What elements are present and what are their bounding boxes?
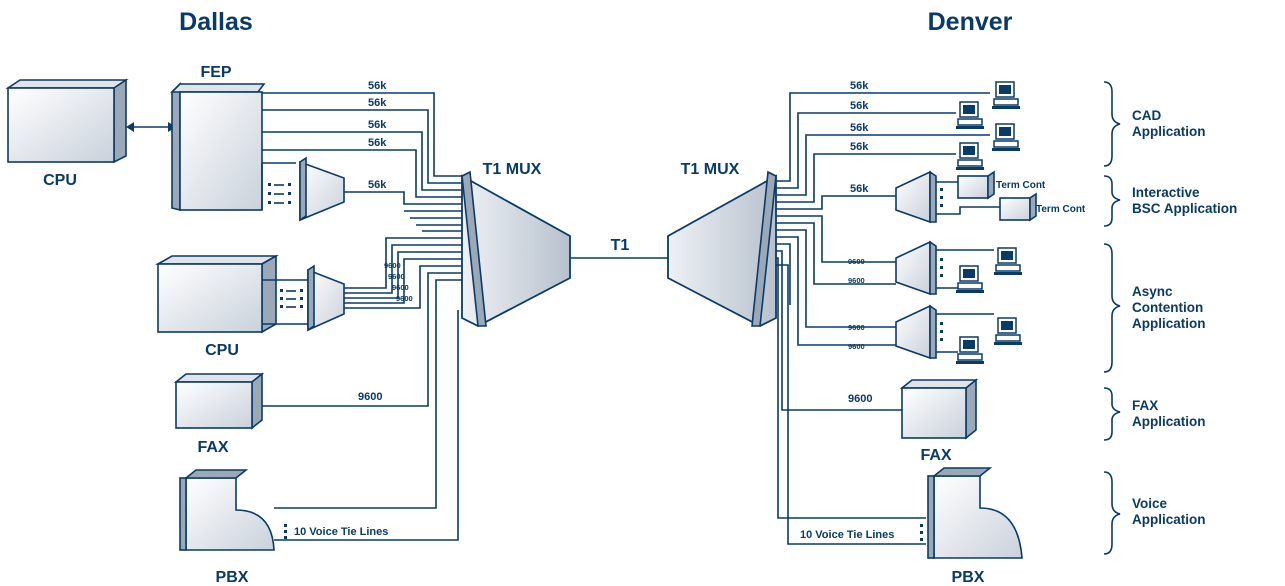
app-label-voice: Voice Application <box>1132 496 1206 527</box>
t1-mux-right <box>667 170 777 328</box>
pbx-left-lines <box>274 279 462 541</box>
async-terminal-1 <box>993 247 1023 276</box>
fep-lines <box>261 92 462 210</box>
bsc-concentrator <box>895 170 937 224</box>
fep-line-label-1: 56k <box>368 80 387 92</box>
cpu-line-label-4: 9600 <box>396 294 413 303</box>
cpu-top-device <box>5 78 129 164</box>
app-label-async: Async Contention Application <box>1132 284 1207 331</box>
app-label-bsc: Interactive BSC Application <box>1132 185 1237 216</box>
cpu-line-label-3: 9600 <box>392 283 409 292</box>
term-cont-label-2: Term Cont <box>1036 204 1086 215</box>
fep-device <box>170 82 266 212</box>
async-terminal-3 <box>993 317 1023 346</box>
application-braces <box>1103 81 1121 555</box>
cpu-line-label-2: 9600 <box>388 272 405 281</box>
async-terminal-4 <box>955 336 985 365</box>
fep-concentrator-line-label: 56k <box>368 179 387 191</box>
async-port-dots <box>936 249 994 353</box>
cad-lines <box>776 92 990 203</box>
fax-right-device <box>899 378 979 440</box>
async-line-label-3: 9600 <box>848 323 865 332</box>
fep-line-label-3: 56k <box>368 119 387 131</box>
async-lines <box>776 215 896 346</box>
term-cont-2 <box>999 192 1037 222</box>
fep-label: FEP <box>200 64 231 81</box>
t1-link-label: T1 <box>611 237 630 254</box>
cpu-port-dots <box>262 279 308 325</box>
cpu-fep-connection <box>126 122 176 132</box>
async-terminal-2 <box>955 265 985 294</box>
cad-terminal-2 <box>955 101 985 130</box>
cpu-line-label-1: 9600 <box>384 261 401 270</box>
pbx-right-device <box>927 467 1023 559</box>
fax-right-line <box>776 250 902 411</box>
fep-concentrator-line <box>344 191 462 205</box>
term-cont-1 <box>957 170 995 200</box>
fax-left-device <box>173 372 265 430</box>
fax-left-label: FAX <box>197 439 228 456</box>
pbx-left-device <box>179 469 275 551</box>
async-concentrator-1 <box>895 240 937 296</box>
bsc-line-label: 56k <box>850 183 869 195</box>
cad-line-label-1: 56k <box>850 80 869 92</box>
async-line-label-4: 9600 <box>848 342 865 351</box>
cad-line-label-2: 56k <box>850 100 869 112</box>
t1-mux-right-label: T1 MUX <box>681 161 740 178</box>
app-label-fax: FAX Application <box>1132 398 1206 429</box>
cad-terminal-3 <box>991 123 1021 152</box>
cpu-concentrator <box>307 264 345 332</box>
pbx-right-lines <box>776 257 926 545</box>
bsc-line <box>776 195 896 210</box>
async-concentrator-2 <box>895 304 937 360</box>
cpu-bottom-device <box>154 254 280 334</box>
pbx-left-label: PBX <box>216 569 249 586</box>
cad-terminal-1 <box>991 81 1021 110</box>
cpu-bottom-label: CPU <box>205 342 239 359</box>
app-label-cad: CAD Application <box>1132 108 1206 139</box>
pbx-right-label: PBX <box>952 569 985 586</box>
t1-mux-left-label: T1 MUX <box>483 161 542 178</box>
site-title-left: Dallas <box>179 8 253 36</box>
async-line-label-2: 9600 <box>848 276 865 285</box>
term-cont-label-1: Term Cont <box>996 180 1046 191</box>
cpu-top-label: CPU <box>43 172 77 189</box>
bsc-port-dots <box>936 181 1000 215</box>
fax-right-label: FAX <box>920 447 951 464</box>
fep-line-label-2: 56k <box>368 97 387 109</box>
fax-left-line-label: 9600 <box>358 391 382 403</box>
site-title-right: Denver <box>928 8 1013 36</box>
fep-line-label-4: 56k <box>368 137 387 149</box>
cpu-lines <box>344 210 462 309</box>
cad-line-label-4: 56k <box>850 141 869 153</box>
voice-left-label: 10 Voice Tie Lines <box>294 526 388 538</box>
cad-terminal-4 <box>955 142 985 171</box>
fep-port-dots <box>268 183 291 204</box>
fep-concentrator <box>299 156 345 222</box>
async-line-label-1: 9600 <box>848 257 865 266</box>
t1-mux-left <box>461 170 571 328</box>
cad-line-label-3: 56k <box>850 122 869 134</box>
fax-left-line <box>262 272 462 407</box>
fax-right-line-label: 9600 <box>848 393 872 405</box>
voice-right-label: 10 Voice Tie Lines <box>800 529 894 541</box>
